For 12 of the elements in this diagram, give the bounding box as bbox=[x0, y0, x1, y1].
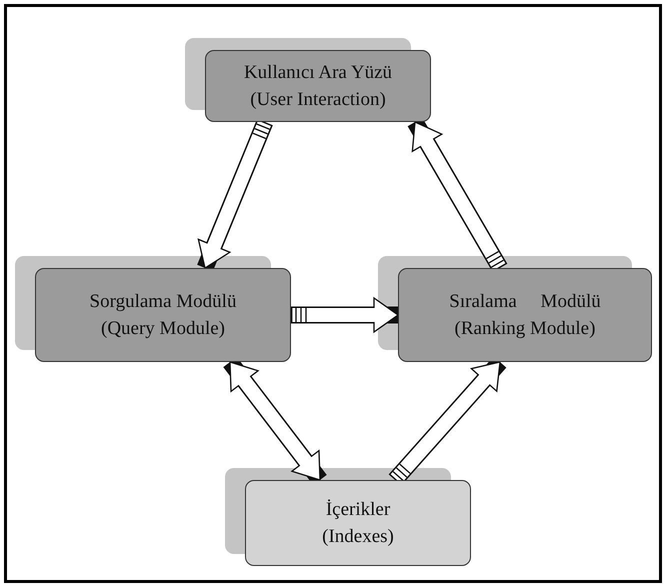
module-label: (Query Module) bbox=[101, 317, 225, 341]
module-box bbox=[398, 268, 652, 362]
module-box bbox=[245, 480, 471, 566]
module-label: Kullanıcı Ara Yüzü bbox=[244, 61, 392, 85]
module-label: Sorgulama Modülü bbox=[90, 290, 236, 314]
module-label: (User Interaction) bbox=[250, 88, 386, 112]
module-label: (Indexes) bbox=[322, 525, 394, 549]
module-label: Sıralama Modülü bbox=[449, 290, 601, 314]
module-label: (Ranking Module) bbox=[454, 317, 596, 341]
module-box bbox=[205, 50, 431, 122]
module-box bbox=[35, 268, 291, 362]
module-label: İçerikler bbox=[326, 498, 390, 522]
